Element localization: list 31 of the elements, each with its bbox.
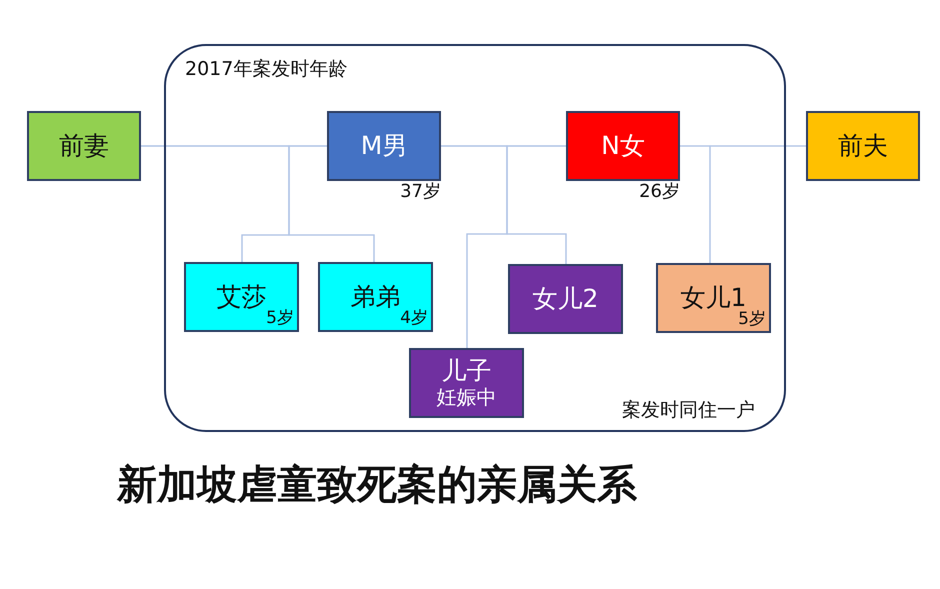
age-text: 5岁: [266, 309, 294, 328]
person-box: [318, 262, 433, 332]
person-name: 女儿2: [532, 284, 598, 314]
diagram-title: 新加坡虐童致死案的亲属关系: [117, 461, 637, 509]
person-name: 弟弟: [350, 282, 400, 312]
household-frame: [164, 44, 786, 432]
person-name: N女: [601, 132, 645, 160]
connector-line: [466, 145, 566, 348]
age-label: 26岁: [639, 182, 680, 202]
status-text: 妊娠中: [436, 386, 496, 409]
person-name: 艾莎: [216, 282, 266, 312]
person-name: 女儿1: [680, 284, 746, 312]
person-box: [806, 111, 920, 181]
connector-line: [709, 145, 806, 263]
person-box: [327, 111, 441, 181]
person-name: 前妻: [59, 132, 109, 160]
age-label: 37岁: [400, 182, 441, 202]
person-box: [656, 263, 771, 333]
frame-note: 案发时同住一户: [622, 399, 755, 422]
age-text: 5岁: [738, 310, 766, 329]
frame-heading: 2017年案发时年龄: [185, 58, 348, 81]
person-name: 儿子: [442, 357, 492, 386]
person-box: [508, 264, 623, 334]
person-box: [184, 262, 299, 332]
person-box: [566, 111, 680, 181]
person-name: 前夫: [838, 132, 888, 160]
age-text: 4岁: [400, 309, 428, 328]
connector-line: [288, 145, 375, 262]
person-name: M男: [360, 132, 408, 160]
person-box: [27, 111, 141, 181]
person-box: [409, 348, 524, 418]
